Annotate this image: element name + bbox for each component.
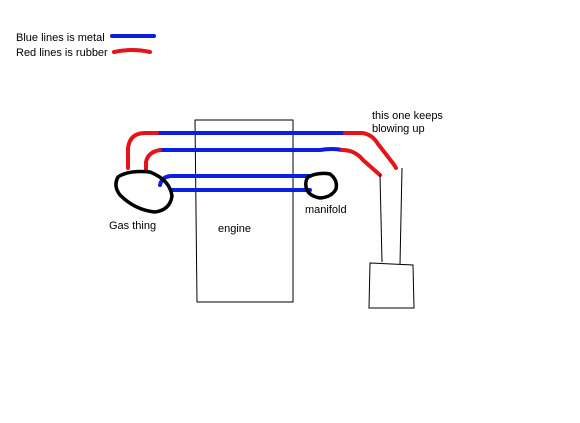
note-line-1: this one keeps	[372, 110, 443, 122]
upper-left-rubber-hose	[126, 131, 159, 170]
manifold-upper-metal-line	[158, 174, 312, 187]
manifold-label: manifold	[305, 204, 347, 216]
lower-metal-line	[158, 147, 344, 152]
left-drop-line	[379, 174, 383, 263]
legend-rubber-line	[112, 48, 152, 54]
legend-metal-label: Blue lines is metal	[16, 32, 105, 44]
upper-right-rubber-hose	[343, 131, 398, 170]
legend-rubber-label: Red lines is rubber	[16, 47, 108, 59]
note-line-2: blowing up	[372, 123, 425, 135]
legend: Blue lines is metal Red lines is rubber	[16, 32, 156, 59]
lower-right-rubber-hose	[340, 148, 382, 177]
lower-box	[368, 262, 415, 309]
engine-block	[194, 119, 294, 303]
gas-thing-label: Gas thing	[109, 220, 156, 232]
gas-thing-outline	[114, 169, 174, 214]
lower-left-rubber-hose	[144, 148, 162, 172]
right-drop-line	[399, 167, 403, 265]
engine-label: engine	[218, 223, 251, 235]
manifold-outline	[304, 171, 339, 200]
